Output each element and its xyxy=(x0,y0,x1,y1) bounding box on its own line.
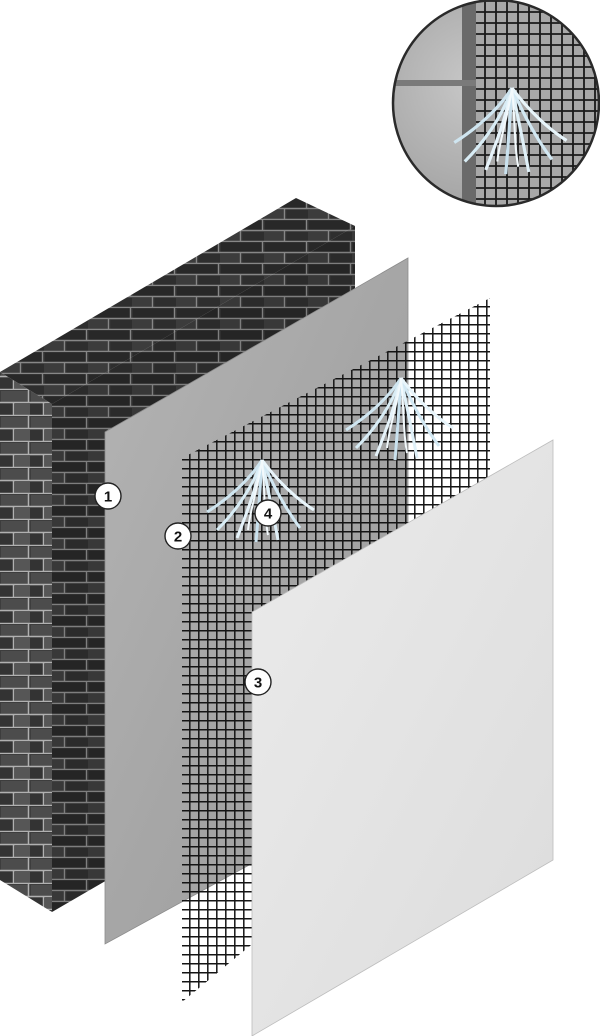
brick-wall-front-face xyxy=(0,372,52,912)
callout-2: 2 xyxy=(164,522,192,550)
brick-wall-top-face xyxy=(0,198,355,404)
callout-1-number: 1 xyxy=(104,489,112,506)
callout-1: 1 xyxy=(94,482,122,510)
callout-4: 4 xyxy=(254,499,282,527)
callout-2-number: 2 xyxy=(174,529,182,546)
callout-4-number: 4 xyxy=(264,506,273,523)
finish-coat-layer xyxy=(251,439,554,1036)
detail-inset xyxy=(391,0,600,208)
callout-3-number: 3 xyxy=(254,675,262,692)
callout-3: 3 xyxy=(244,668,272,696)
detail-inset-border xyxy=(391,0,600,208)
